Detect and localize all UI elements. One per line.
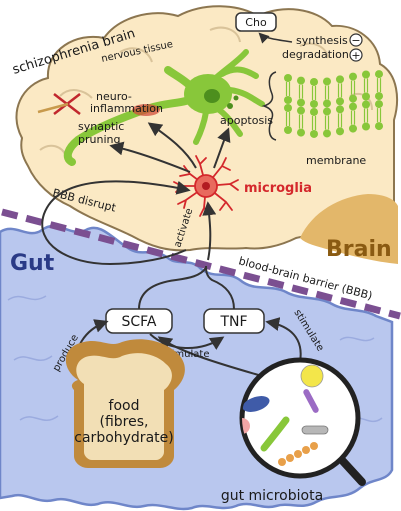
lipid-head	[310, 107, 318, 116]
lipid-tail	[363, 108, 369, 123]
brain-stem	[300, 194, 398, 264]
brain-region-label: Brain	[326, 237, 392, 262]
lipid-tail	[376, 78, 382, 93]
lipid-head	[323, 107, 331, 116]
activate-arrow	[202, 201, 217, 261]
lipid-head	[349, 102, 357, 111]
lipid-head	[362, 70, 370, 79]
gut-lining	[7, 295, 383, 423]
brain-gyri	[39, 26, 373, 157]
lipid-tail	[298, 114, 304, 129]
purple-rod	[303, 389, 319, 413]
lipid-head	[323, 129, 331, 138]
lipid-head	[375, 100, 383, 109]
lipid-head	[362, 92, 370, 101]
cocci-chain	[278, 442, 318, 466]
lipid-tail	[298, 84, 304, 99]
synaptic-pruning-label-1: synaptic	[78, 120, 124, 133]
lipid-head	[310, 129, 318, 138]
lipid-head	[336, 75, 344, 84]
lipid-head	[349, 94, 357, 103]
lipid-head	[375, 70, 383, 79]
lipid-tail	[324, 85, 330, 100]
neuron-icon	[63, 49, 265, 166]
lipid-head	[297, 76, 305, 85]
lipid-head	[349, 124, 357, 133]
synthesis-sign: −	[351, 34, 360, 47]
gut-microbiota-label: gut microbiota	[221, 488, 323, 504]
scfa-label: SCFA	[121, 314, 156, 330]
lipid-head	[336, 127, 344, 136]
membrane-label: membrane	[306, 154, 366, 167]
synthesis-sign-circle	[349, 33, 363, 47]
degradation-label: degradation	[282, 48, 349, 61]
lipid-head	[310, 99, 318, 108]
stimulate-bottom-label: stimulate	[163, 349, 210, 360]
lipid-head	[284, 96, 292, 104]
green-rod	[260, 416, 290, 452]
lipid-tail	[337, 113, 343, 128]
lipid-head	[297, 106, 305, 115]
bbb-disrupt-arrow	[41, 180, 191, 266]
food-label-3: carbohydrate)	[74, 430, 173, 446]
lipid-head	[362, 100, 370, 109]
lipid-tail	[311, 115, 317, 130]
lipid-head	[375, 122, 383, 131]
apoptosis-label: apoptosis	[220, 114, 273, 127]
synaptic-pruning-label-2: pruning	[78, 133, 120, 146]
food-label-2: (fibres,	[100, 414, 149, 430]
blood-brain-barrier-line	[1, 208, 401, 320]
cho-box	[235, 12, 277, 32]
pruned-branch	[37, 102, 69, 114]
lipid-tail	[285, 82, 291, 96]
tnf-label: TNF	[219, 314, 247, 330]
membrane-brace	[261, 71, 277, 141]
lipid-tail	[311, 85, 317, 100]
lipid-head	[310, 77, 318, 86]
food-label-1: food	[109, 398, 140, 414]
lipid-tail	[350, 110, 356, 125]
lipid-head	[284, 104, 292, 112]
grey-rod	[301, 425, 329, 435]
lipid-tail	[363, 78, 369, 93]
lipid-tail	[350, 80, 356, 95]
brain-outline	[15, 5, 399, 252]
lipid-tail	[285, 112, 291, 126]
lipid-head	[323, 99, 331, 108]
microglia-label: microglia	[244, 181, 312, 196]
bread-icon	[65, 339, 185, 468]
lipid-head	[284, 74, 292, 82]
magnifier-icon	[239, 357, 366, 486]
lipid-head	[336, 105, 344, 114]
microglia-icon	[173, 155, 239, 217]
lipid-tail	[337, 83, 343, 98]
lipid-head	[323, 77, 331, 86]
lipid-head	[362, 122, 370, 131]
cho-arrow	[258, 32, 293, 44]
yellow-bacterium	[300, 364, 324, 388]
lipid-head	[349, 72, 357, 81]
lipid-head	[297, 98, 305, 107]
gut-region-label: Gut	[10, 251, 55, 276]
lipid-head	[375, 92, 383, 101]
lipid-tail	[324, 115, 330, 130]
cho-label: Cho	[245, 16, 267, 29]
neuroinflammation-label-2: inflammation	[90, 102, 163, 115]
lipid-head	[284, 126, 292, 134]
membrane-icon	[284, 70, 383, 138]
lipid-head	[297, 128, 305, 137]
lipid-tail	[376, 108, 382, 123]
pink-bacterium	[242, 418, 250, 434]
neuroinflammation-label-1: neuro-	[96, 90, 132, 103]
microglia-effect-arrows	[109, 122, 231, 173]
lipid-head	[336, 97, 344, 106]
degradation-sign: +	[351, 49, 360, 62]
synthesis-label: synthesis	[296, 34, 348, 47]
degradation-sign-circle	[349, 48, 363, 62]
blue-bacterium	[242, 396, 270, 412]
